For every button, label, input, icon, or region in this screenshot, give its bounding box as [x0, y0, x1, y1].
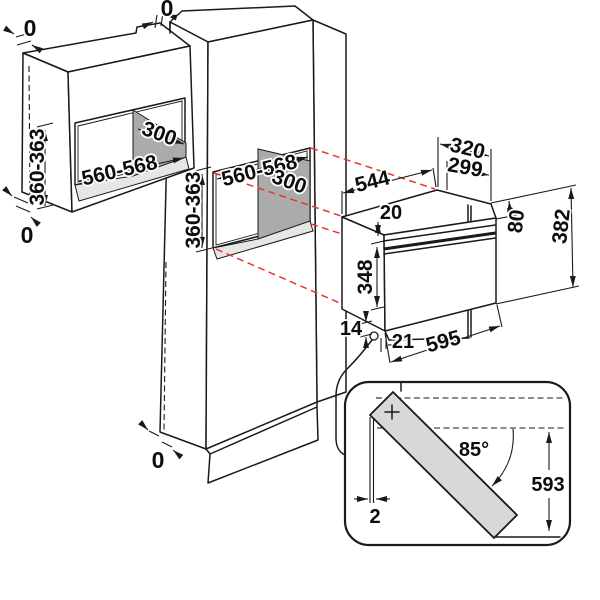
projection-line-bottom-right [310, 223, 343, 235]
wall-gap-top-arrow-b [31, 44, 43, 54]
dim-oven-bottom-clearance: 14 [340, 318, 363, 340]
wall-gap-top-arrow-a [3, 25, 15, 35]
oven-body-depth-dimline [342, 169, 433, 194]
wall-cabinet-hidden-edge [28, 65, 31, 204]
wall-gap-rear-arrow-a [141, 21, 154, 30]
wall-gap-rear-arrow-b [165, 14, 178, 21]
wall-niche-depth-dimline [137, 128, 185, 145]
oven-door-glass-line [383, 237, 497, 255]
dim-wall-gap-rear: 0 [161, 0, 174, 21]
oven-body-top-depth-dimline [448, 168, 490, 177]
dim-wall-gap-bottom: 0 [21, 222, 34, 248]
dim-door-clearance: 2 [369, 506, 380, 528]
dim-oven-door-offset: 21 [392, 331, 414, 353]
tall-cabinet-plinth [207, 406, 319, 484]
wall-niche-width-dimline [78, 157, 185, 182]
oven-door-handle-bar [383, 231, 496, 251]
oven-width-dimline [390, 325, 501, 363]
tall-gap-bottom-arrow-b [172, 449, 184, 460]
dim-door-swing-height: 593 [531, 474, 564, 496]
dim-oven-top-clearance: 20 [380, 202, 402, 224]
dim-oven-front-panel-height: 80 [504, 209, 529, 235]
dim-oven-body-height: 348 [354, 259, 377, 294]
oven-overall-height-dimline [568, 187, 576, 288]
dim-oven-width: 595 [423, 326, 463, 357]
dim-oven-body-depth: 544 [353, 166, 393, 197]
dim-tall-niche-height: 360-363 [182, 171, 205, 248]
dim-oven-overall-depth: 320 [448, 134, 487, 164]
tall-niche-floor [212, 220, 314, 260]
tall-cabinet-plinth-step [205, 401, 318, 455]
callout-marker-circle [369, 331, 379, 341]
wall-gap-bottom-arrow-b [30, 216, 41, 227]
dim-oven-overall-height: 382 [548, 208, 575, 245]
dim-oven-body-top-depth: 299 [446, 153, 485, 182]
open-oven-door [369, 391, 518, 539]
tall-niche-depth-dimline [262, 167, 309, 184]
dimension-extension-lines [13, 12, 580, 448]
door-detail-inset: 85° 593 2 [343, 380, 572, 547]
wall-gap-bottom-arrow-a [2, 186, 13, 197]
oven-control-panel-line [382, 224, 497, 242]
dim-wall-gap-top: 0 [24, 15, 37, 41]
tall-niche-width-dimline [216, 156, 309, 180]
tall-cabinet-right-face [312, 19, 347, 403]
callout-leader-line [335, 339, 373, 456]
dim-tall-gap-bottom: 0 [152, 447, 165, 473]
clearance-extension-lines [369, 417, 375, 503]
door-angle-arc [491, 428, 514, 487]
oven-front-panel-dimline [506, 200, 514, 220]
door-hinge-plus-marker [384, 404, 400, 420]
dim-wall-niche-height: 360-363 [26, 128, 49, 205]
tall-gap-bottom-arrow-a [138, 420, 149, 431]
dim-door-angle: 85° [459, 439, 489, 461]
oven-overall-depth-dimline [439, 143, 490, 157]
